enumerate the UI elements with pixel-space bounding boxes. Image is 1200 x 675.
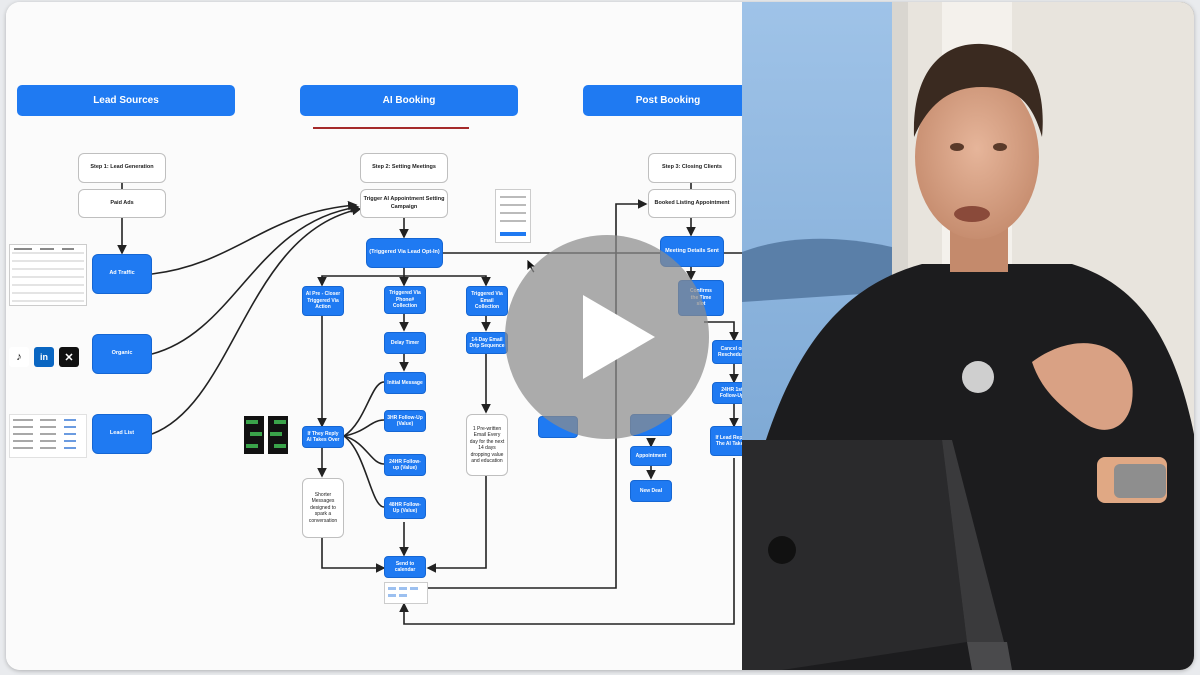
- lead-reply-box: If Lead Reply The AI Takes: [710, 426, 742, 456]
- ad-traffic-box: Ad Traffic: [92, 254, 152, 294]
- email-note-box: 1 Pre-written Email Every day for the ne…: [466, 414, 508, 476]
- step-3-box: Step 3: Closing Clients: [648, 153, 736, 183]
- booked-appointment-box: Booked Listing Appointment: [648, 189, 736, 218]
- ai-booking-header: AI Booking: [300, 85, 518, 116]
- spreadsheet-icon: [12, 248, 84, 302]
- campaign-box: Trigger AI Appointment Setting Campaign: [360, 189, 448, 218]
- presenter-figure: [742, 2, 1194, 670]
- calendar-box: Send to calendar: [384, 556, 426, 578]
- followup-3hr-box: 3HR Follow-Up (Value): [384, 410, 426, 432]
- presenter-video: [742, 2, 1194, 670]
- chat-thumbnail-1: [244, 416, 264, 454]
- initial-message-box: Initial Message: [384, 372, 426, 394]
- followup-48hr-box: 48HR Follow-Up (Value): [384, 497, 426, 519]
- flowchart-connectors: [117, 127, 742, 625]
- followup-24hr-post-box: 24HR 1st Follow-Up: [712, 382, 742, 404]
- chat-thumbnail-2: [268, 416, 288, 454]
- reply-box: If They Reply AI Takes Over: [302, 426, 344, 448]
- email-drip-box: 14-Day Email Drip Sequence: [466, 332, 508, 354]
- cancel-reschedule-box: Cancel or Reschedule: [712, 340, 742, 364]
- branch-phone-collection: Triggered Via Phone# Collection: [384, 286, 426, 314]
- step-1-box: Step 1: Lead Generation: [78, 153, 166, 183]
- list-icon: [13, 419, 76, 449]
- play-icon: [583, 295, 655, 379]
- calendar-thumbnail: [384, 582, 428, 604]
- form-thumbnail: [495, 189, 531, 243]
- chat-icon: [270, 420, 286, 448]
- lead-sources-header: Lead Sources: [17, 85, 235, 116]
- trigger-box: (Triggered Via Lead Opt-In): [366, 238, 443, 268]
- linkedin-icon: in: [34, 347, 54, 367]
- x-icon: ✕: [59, 347, 79, 367]
- organic-box: Organic: [92, 334, 152, 374]
- appointment-box: Appointment: [630, 446, 672, 466]
- ad-report-thumbnail: [9, 244, 87, 306]
- calendar-icon: [388, 587, 418, 597]
- chat-icon: [246, 420, 262, 448]
- step-2-box: Step 2: Setting Meetings: [360, 153, 448, 183]
- branch-email-collection: Triggered Via Email Collection: [466, 286, 508, 316]
- new-deal-box: New Deal: [630, 480, 672, 502]
- form-icon: [500, 196, 526, 236]
- reply-note-box: Shorter Messages designed to spark a con…: [302, 478, 344, 538]
- delay-timer-box: Delay Timer: [384, 332, 426, 354]
- followup-24hr-box: 24HR Follow-up (Value): [384, 454, 426, 476]
- post-booking-header: Post Booking: [583, 85, 742, 116]
- lead-list-thumbnail: [9, 414, 87, 458]
- play-button[interactable]: [505, 235, 709, 439]
- paid-ads-box: Paid Ads: [78, 189, 166, 218]
- tiktok-icon: ♪: [9, 347, 29, 367]
- video-player[interactable]: Lead Sources AI Booking Post Booking Ste…: [6, 2, 1194, 670]
- lead-list-box: Lead List: [92, 414, 152, 454]
- branch-ai-pre-closer: AI Pre - Closer Triggered Via Action: [302, 286, 344, 316]
